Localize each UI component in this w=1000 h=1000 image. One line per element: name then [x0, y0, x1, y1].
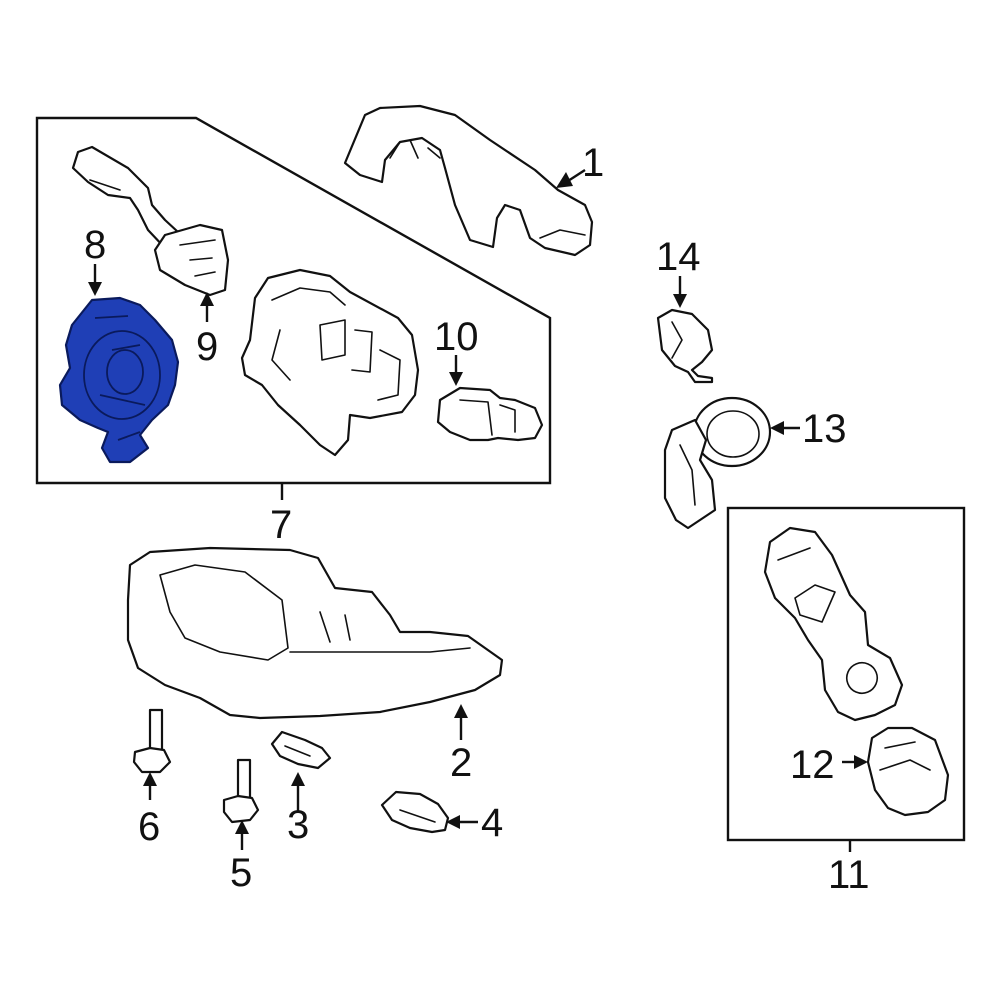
lower-shroud-part[interactable] — [126, 546, 504, 720]
callout-labels: 1 2 3 4 5 6 7 8 9 10 11 12 13 14 — [84, 141, 870, 897]
upper-shroud-part[interactable] — [343, 104, 594, 257]
callout-10: 10 — [434, 315, 479, 359]
callout-3: 3 — [287, 803, 309, 847]
callout-2: 2 — [450, 741, 472, 785]
group-frame-11 — [726, 506, 966, 842]
callout-9: 9 — [196, 325, 218, 369]
leader-lines — [88, 168, 868, 852]
switch-module-part[interactable] — [436, 386, 544, 442]
callout-6: 6 — [138, 805, 160, 849]
ignition-ring-part[interactable] — [663, 396, 772, 530]
callout-11: 11 — [828, 853, 870, 897]
clockspring-part[interactable] — [58, 296, 180, 464]
group-frame-7 — [35, 116, 552, 485]
callout-14: 14 — [656, 235, 701, 279]
bolt-5-part[interactable] — [222, 758, 260, 824]
lock-cylinder-part[interactable] — [656, 308, 714, 384]
cover-cap-part[interactable] — [380, 790, 450, 834]
clockspring-body — [58, 296, 180, 464]
callout-5: 5 — [230, 851, 252, 895]
callout-7: 7 — [270, 503, 292, 547]
bolt-6-part[interactable] — [132, 708, 172, 774]
callout-8: 8 — [84, 223, 106, 267]
callout-1: 1 — [582, 141, 604, 185]
connector-part[interactable] — [866, 726, 950, 817]
callout-13: 13 — [802, 407, 847, 451]
bracket-part[interactable] — [270, 730, 332, 770]
switch-housing-part[interactable] — [240, 268, 420, 457]
callout-4: 4 — [481, 801, 503, 845]
ignition-switch-part[interactable] — [763, 526, 904, 722]
multifunction-switch-part[interactable] — [71, 145, 230, 297]
callout-12: 12 — [790, 743, 835, 787]
